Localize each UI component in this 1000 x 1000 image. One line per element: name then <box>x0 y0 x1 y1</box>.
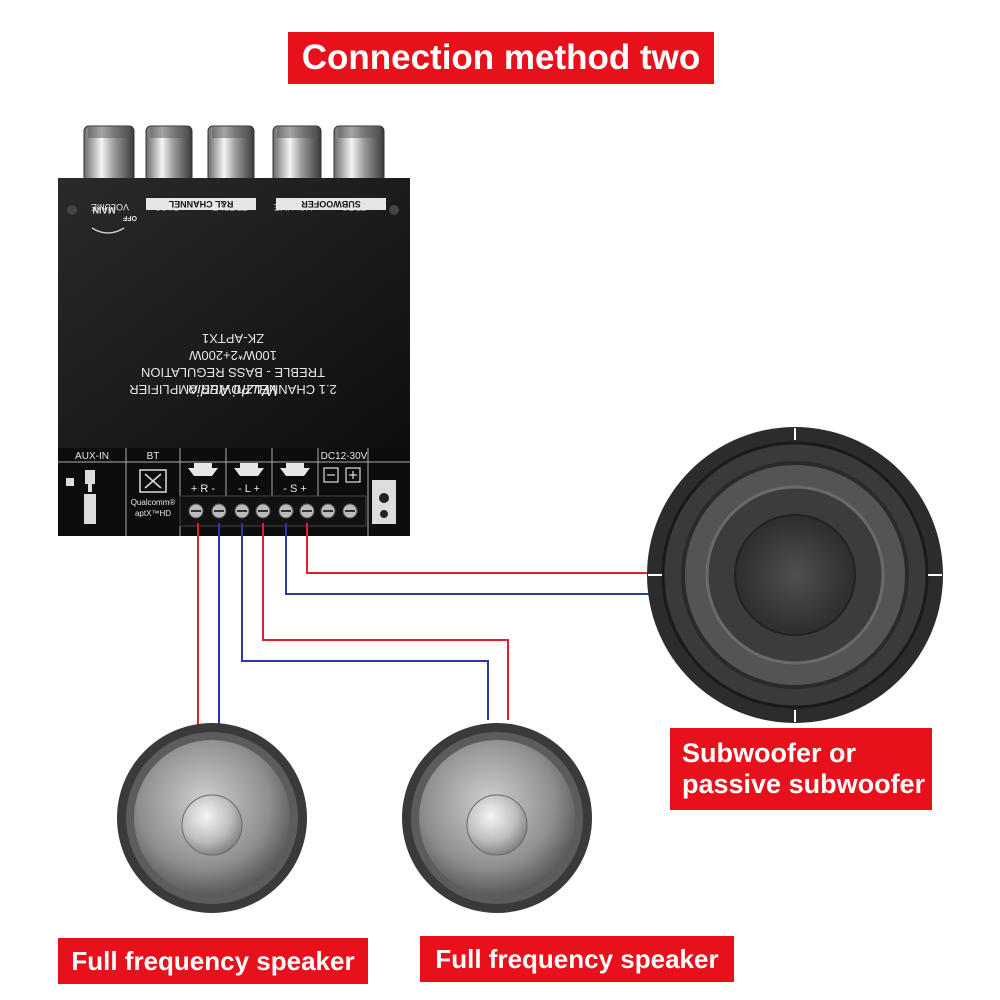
aux-jack-icon <box>66 470 96 524</box>
wire-right-speaker-blue <box>241 523 489 720</box>
wire-subwoofer-blue <box>285 523 660 595</box>
board-text-line: TREBLE - BASS REGULATION <box>141 365 325 380</box>
right-full-frequency-speaker <box>402 723 592 913</box>
power-polarity-icon <box>323 467 361 483</box>
aptx-label: aptX™HD <box>135 509 171 518</box>
left-full-frequency-speaker <box>117 723 307 913</box>
aux-in-label: AUX-IN <box>75 451 109 462</box>
bluetooth-box <box>139 469 167 493</box>
wire-right-speaker-red <box>262 523 509 720</box>
subwoofer-label-line1: Subwoofer or <box>682 738 856 768</box>
screw-icon <box>389 205 399 215</box>
rotation-arc-icon <box>91 227 125 234</box>
speaker-symbol-icon <box>188 463 310 476</box>
sub-terminal-label: - S + <box>283 483 307 495</box>
subwoofer-group-box <box>276 198 386 210</box>
knob-freq[interactable] <box>333 125 385 183</box>
right-speaker-label: Full frequency speaker <box>420 936 734 982</box>
subwoofer-speaker <box>647 427 943 723</box>
wire-subwoofer-red <box>306 523 660 574</box>
knob-treble[interactable] <box>207 125 255 183</box>
subwoofer-label: Subwoofer or passive subwoofer <box>670 728 932 810</box>
brand-logo: Wuzhi Audio <box>188 381 277 398</box>
right-terminal-label: + R - <box>191 483 215 495</box>
subwoofer-group-label: SUBWOOFER <box>301 199 361 209</box>
qualcomm-label: Qualcomm® <box>131 498 176 507</box>
left-terminal-label: - L + <box>238 483 260 495</box>
board-text-line: ZK-APTX1 <box>202 331 264 346</box>
rl-channel-box <box>146 198 256 210</box>
main-label: MAIN <box>93 205 116 215</box>
board-text-line: 100W*2+200W <box>188 348 277 363</box>
off-label: OFF <box>122 214 137 221</box>
page-title: Connection method two <box>288 32 714 84</box>
board-text-line: 2.1 CHANNEL POWER AMPLIFIER <box>129 382 337 397</box>
screw-icon <box>67 205 77 215</box>
dc-jack-icon <box>372 480 396 524</box>
dc-label: DC12-30V <box>321 451 368 462</box>
knob-volume[interactable] <box>83 125 135 183</box>
amplifier-board <box>58 178 410 448</box>
knob-label: VOLUME <box>91 202 129 212</box>
terminal-screws <box>188 503 358 519</box>
knob-sub-volume[interactable] <box>272 125 322 183</box>
terminal-block <box>179 495 367 527</box>
left-speaker-label: Full frequency speaker <box>58 938 368 984</box>
knob-bass[interactable] <box>145 125 193 183</box>
rl-channel-label: R&L CHANNEL <box>168 199 233 209</box>
bt-label: BT <box>147 451 160 462</box>
subwoofer-label-line2: passive subwoofer <box>682 769 926 799</box>
